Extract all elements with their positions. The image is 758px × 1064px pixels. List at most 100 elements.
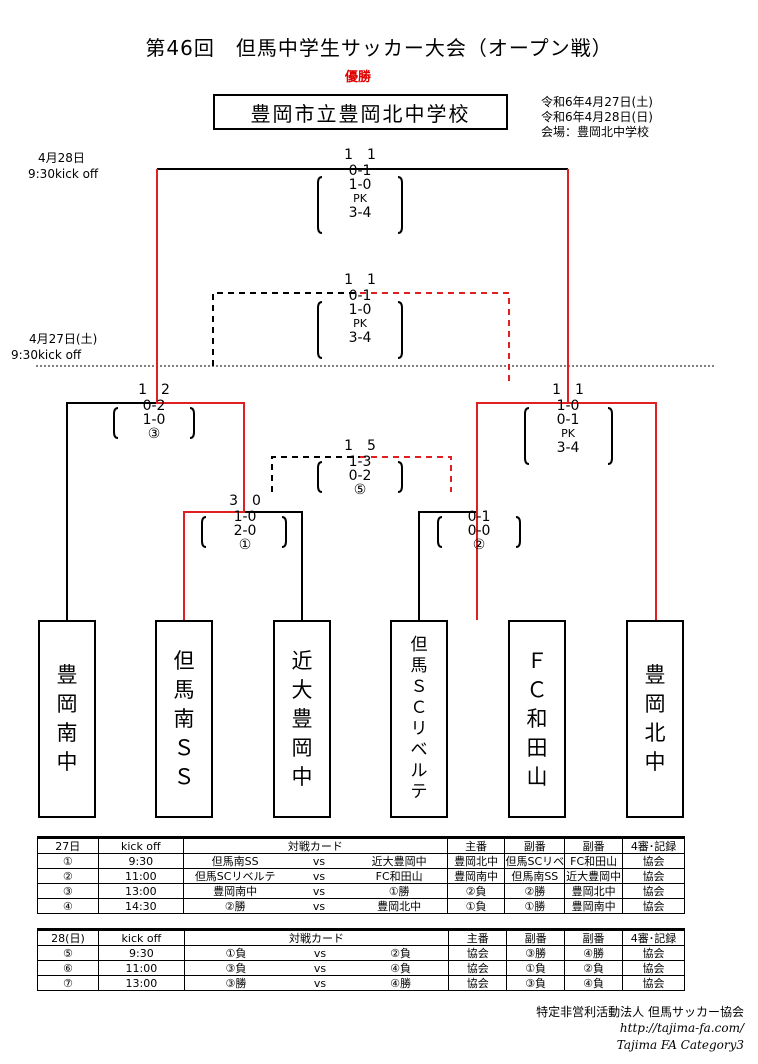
header-cell: 28(日): [37, 928, 99, 946]
cell: ⑦: [37, 975, 99, 991]
score-line: 3-4: [348, 330, 372, 346]
team-char: 岡: [56, 692, 78, 716]
cell: ③負: [506, 975, 566, 991]
cell: 11:00: [97, 868, 185, 884]
team-char: 南: [56, 721, 78, 745]
header-cell: 4審･記録: [622, 836, 685, 854]
cell: 9:30: [97, 853, 185, 869]
cell: ④: [37, 898, 99, 914]
score-line: 3-4: [348, 205, 372, 221]
team-char: 豊: [291, 706, 313, 731]
score-top: 3 0: [229, 493, 261, 509]
header-cell: kick off: [97, 836, 185, 854]
date-info: 令和6年4月27日(土) 令和6年4月28日(日) 会場：豊岡北中学校: [541, 95, 653, 140]
team-char: 田: [526, 735, 548, 760]
semi-left-score: 1 2 0-2 1-0 ③: [116, 383, 192, 441]
cell: ②負: [352, 945, 450, 961]
team-char: 馬: [410, 656, 428, 676]
header-cell: 27日: [37, 836, 99, 854]
quarter-2-score: 0-1 0-0 ②: [440, 510, 518, 552]
cell: ②勝: [504, 883, 566, 899]
date-line-2: 令和6年4月28日(日): [541, 110, 653, 124]
page-title: 第46回 但馬中学生サッカー大会（オープン戦）: [145, 36, 613, 60]
winner-dashed-lines: [360, 292, 510, 492]
score-line: 0-1: [556, 412, 580, 428]
score-line: 1-0: [233, 509, 257, 525]
cell: vs: [286, 853, 352, 869]
header-cell: 副番: [504, 836, 566, 854]
cell: 協会: [622, 898, 685, 914]
team-char: 山: [526, 764, 548, 789]
score-line: 3-4: [556, 440, 580, 456]
cell: 但馬SCリベルテ: [183, 868, 287, 884]
cell: vs: [287, 960, 353, 976]
cell: ③負: [183, 960, 288, 976]
cell: ④勝: [352, 975, 450, 991]
cell: ④負: [564, 975, 623, 991]
website-url[interactable]: http://tajima-fa.com/: [619, 1021, 744, 1035]
score-line: 1-0: [556, 398, 580, 414]
team-char: Ｓ: [173, 735, 195, 760]
team-char: Ｓ: [173, 764, 195, 789]
cell: 但馬南SS: [183, 853, 287, 869]
cell: FC和田山: [564, 853, 624, 869]
header-cell: 主番: [446, 836, 506, 854]
team-char: リ: [410, 719, 428, 739]
cell: 但馬SCリベ: [504, 853, 566, 869]
date-line-1: 令和6年4月27日(土): [541, 95, 653, 109]
cell: 協会: [621, 960, 686, 976]
cell: 豊岡南中: [183, 883, 287, 899]
day1-date: 4月27日(土): [29, 332, 98, 346]
team-char: 近: [291, 648, 313, 673]
score-line: 1-3: [348, 454, 372, 470]
team-box-toyooka-minami: 豊岡南中: [38, 620, 96, 818]
table-header-row: 28(日) kick off 対戦カード 主番 副番 副番 4審･記録: [37, 928, 686, 946]
score-line: 1-0: [142, 412, 166, 428]
team-char: 南: [173, 706, 195, 731]
cell: ①負: [183, 945, 288, 961]
score-line: PK: [561, 427, 575, 440]
team-char: Ｆ: [526, 648, 548, 673]
cell: ④勝: [564, 945, 623, 961]
match-number: ⑤: [353, 482, 367, 498]
header-cell: 副番: [506, 928, 566, 946]
bracket-dashed-lines: [212, 292, 360, 492]
cell: 協会: [622, 853, 685, 869]
cell: 協会: [621, 945, 686, 961]
day2-date: 4月28日: [38, 151, 85, 165]
header-cell: 副番: [564, 928, 623, 946]
day2-kickoff: 4月28日 9:30kick off: [28, 150, 98, 182]
cell: ①: [37, 853, 99, 869]
third-place-score: 1 1 0-1 1-0 PK 3-4: [320, 273, 400, 345]
cell: 協会: [622, 883, 685, 899]
day2-time: 9:30kick off: [28, 167, 99, 181]
cell: 豊岡南中: [564, 898, 624, 914]
score-line: PK: [353, 192, 367, 205]
score-line: 1-0: [348, 177, 372, 193]
team-box-toyooka-kita: 豊岡北中: [626, 620, 684, 818]
venue-line: 会場：豊岡北中学校: [541, 125, 650, 139]
score-line: 0-2: [348, 468, 372, 484]
cell: ③勝: [506, 945, 566, 961]
cell: ⑥: [37, 960, 99, 976]
cell: vs: [286, 883, 352, 899]
team-char: 但: [173, 648, 195, 673]
cell: 豊岡南中: [446, 868, 506, 884]
team-char: Ｓ: [410, 677, 428, 697]
cell: 近大豊岡中: [564, 868, 624, 884]
team-char: 豊: [56, 663, 78, 687]
cell: 13:00: [97, 883, 185, 899]
team-char: 中: [644, 750, 666, 774]
score-line: 0-1: [467, 509, 491, 525]
